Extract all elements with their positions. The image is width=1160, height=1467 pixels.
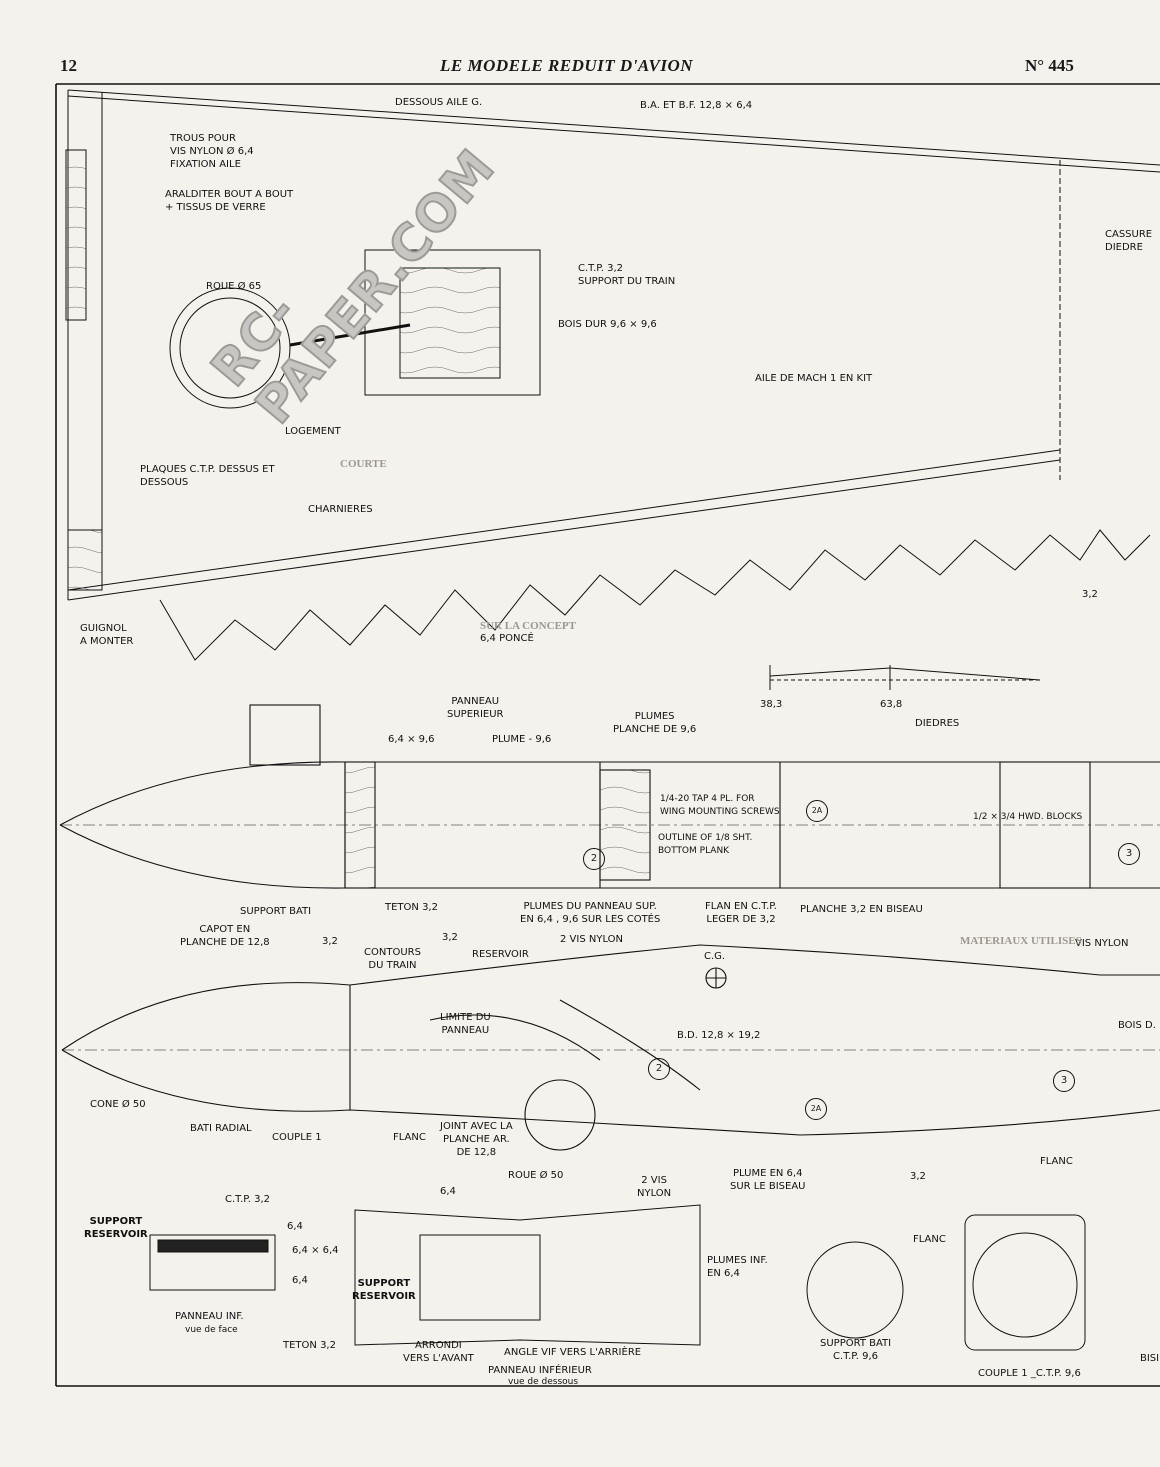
label-charnieres: CHARNIERES (308, 504, 373, 515)
label-flan-ctp: FLAN EN C.T.P. LEGER DE 3,2 (705, 901, 777, 925)
label-teton: TETON 3,2 (385, 902, 438, 913)
label-trous: TROUS POUR VIS NYLON Ø 6,4 FIXATION AILE (170, 133, 254, 170)
label-cone: CONE Ø 50 (90, 1099, 146, 1110)
label-dessous-aile: DESSOUS AILE G. (395, 97, 483, 108)
label-vis-nylon: VIS NYLON (1075, 938, 1129, 949)
label-capot: CAPOT EN PLANCHE DE 12,8 (180, 924, 270, 948)
label-panneau-inf-dessous: PANNEAU INFÉRIEUR (488, 1365, 592, 1376)
wing-sawtooth (159, 529, 1151, 661)
label-support-bati: SUPPORT BATI (240, 906, 312, 917)
callout-2: 2 (583, 848, 605, 870)
label-d64b: 6,4 (292, 1275, 308, 1286)
label-support-bati-ctp: SUPPORT BATI C.T.P. 9,6 (820, 1338, 892, 1362)
label-reservoir: RESERVOIR (472, 949, 529, 960)
label-plume-biseau: PLUME EN 6,4 SUR LE BISEAU (730, 1168, 806, 1192)
label-teton-bottom: TETON 3,2 (283, 1340, 336, 1351)
label-bisi: BISI (1140, 1353, 1160, 1364)
page-number: 12 (60, 56, 77, 75)
label-aile-mach: AILE DE MACH 1 EN KIT (755, 373, 873, 384)
callout-3-side: 3 (1053, 1070, 1075, 1092)
fuselage-side-view (61, 944, 1160, 1151)
label-cassure: CASSURE DIEDRE (1105, 229, 1153, 253)
label-contours: CONTOURS DU TRAIN (364, 947, 421, 971)
label-ba-bf: B.A. ET B.F. 12,8 × 6,4 (640, 100, 753, 111)
label-roue50: ROUE Ø 50 (508, 1170, 564, 1181)
label-flanc2: FLANC (1040, 1156, 1073, 1167)
bottom-details (149, 1204, 1086, 1351)
label-panneau-sup: PANNEAU SUPERIEUR (447, 696, 504, 720)
callout-2a-side: 2A (805, 1098, 827, 1120)
wing-planform (65, 89, 1160, 601)
label-limite: LIMITE DU PANNEAU (440, 1012, 491, 1036)
label-bati-radial: BATI RADIAL (190, 1123, 252, 1134)
callout-2a: 2A (806, 800, 828, 822)
diedres-left: 38,3 (760, 699, 783, 710)
label-couple1-ctp: COUPLE 1 _C.T.P. 9,6 (978, 1368, 1081, 1379)
label-vue-face: vue de face (185, 1325, 238, 1335)
label-bois-d: BOIS D. (1118, 1020, 1156, 1031)
label-vis2: 2 VIS NYLON (637, 1175, 672, 1199)
label-dim32c: 3,2 (910, 1171, 926, 1182)
diedres-sketch (769, 665, 1041, 690)
issue-number: N° 445 (1025, 56, 1074, 75)
label-plumes-planche: PLUMES PLANCHE DE 9,6 (613, 711, 697, 735)
label-arrondi: ARRONDI VERS L'AVANT (403, 1340, 474, 1364)
ghost-text-1: COURTE (340, 458, 387, 470)
label-araldite: ARALDITER BOUT A BOUT + TISSUS DE VERRE (165, 189, 294, 213)
label-d64c: 6,4 (440, 1186, 456, 1197)
label-support-res: SUPPORT RESERVOIR (84, 1216, 148, 1240)
label-couple1: COUPLE 1 (272, 1132, 322, 1143)
label-planche-biseau: PLANCHE 3,2 EN BISEAU (800, 904, 923, 915)
label-ctp-support: C.T.P. 3,2 SUPPORT DU TRAIN (578, 263, 676, 287)
label-bois-dur: BOIS DUR 9,6 × 9,6 (558, 319, 657, 330)
label-guignol: GUIGNOL A MONTER (80, 623, 134, 647)
label-roue65: ROUE Ø 65 (206, 281, 262, 292)
label-dim32b: 3,2 (442, 932, 458, 943)
label-outline: OUTLINE OF 1/8 SHT. BOTTOM PLANK (658, 833, 753, 856)
label-tap: 1/4-20 TAP 4 PL. FOR WING MOUNTING SCREW… (660, 794, 780, 817)
fuselage-top-view (59, 704, 1160, 889)
label-bd: B.D. 12,8 × 19,2 (677, 1030, 761, 1041)
label-d64a: 6,4 (287, 1221, 303, 1232)
label-plaques: PLAQUES C.T.P. DESSUS ET DESSOUS (140, 464, 275, 488)
label-joint: JOINT AVEC LA PLANCHE AR. DE 12,8 (440, 1121, 513, 1158)
label-flanc-bottom: FLANC (913, 1234, 946, 1245)
label-ponce: 6,4 PONCÉ (480, 633, 534, 644)
label-plumes-inf: PLUMES INF. EN 6,4 (707, 1255, 768, 1279)
label-dim-64-96: 6,4 × 9,6 (388, 734, 435, 745)
callout-3: 3 (1118, 843, 1140, 865)
label-plumes-panneau: PLUMES DU PANNEAU SUP. EN 6,4 , 9,6 SUR … (520, 901, 661, 925)
label-dim32a: 3,2 (322, 936, 338, 947)
ghost-text-3: MATERIAUX UTILISES (960, 935, 1082, 947)
label-support-res2: SUPPORT RESERVOIR (352, 1278, 416, 1302)
label-plume: PLUME - 9,6 (492, 734, 552, 745)
label-logement: LOGEMENT (285, 426, 341, 437)
ghost-text-2: SUR LA CONCEPT (480, 620, 576, 632)
label-vue-dessous: vue de dessous (508, 1377, 579, 1387)
label-angle-vif: ANGLE VIF VERS L'ARRIÈRE (504, 1347, 642, 1358)
label-flanc: FLANC (393, 1132, 426, 1143)
diedres-label: DIEDRES (915, 718, 960, 729)
label-hwd: 1/2 × 3/4 HWD. BLOCKS (973, 812, 1083, 822)
label-d64x64: 6,4 × 6,4 (292, 1245, 339, 1256)
callout-2-side: 2 (648, 1058, 670, 1080)
label-ctp32: C.T.P. 3,2 (225, 1194, 270, 1205)
page-title: LE MODELE REDUIT D'AVION (440, 56, 694, 75)
label-dim32: 3,2 (1082, 589, 1098, 600)
diedres-right: 63,8 (880, 699, 903, 710)
label-vis-nylon2: 2 VIS NYLON (560, 934, 624, 945)
label-cg: C.G. (704, 951, 726, 962)
label-panneau-inf-face: PANNEAU INF. (175, 1311, 244, 1322)
